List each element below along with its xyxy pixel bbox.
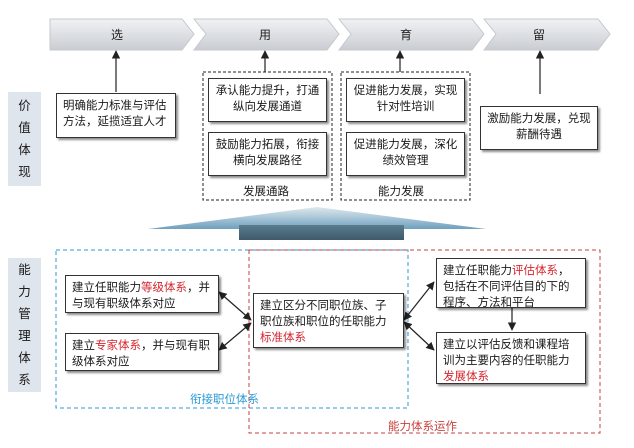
node-grow-2: 促进能力发展，深化绩效管理 <box>346 132 465 176</box>
edge-grade-center <box>218 291 252 321</box>
caption-grow: 能力发展 <box>378 184 424 198</box>
sidebar-value: 价 值 体 现 <box>8 92 41 186</box>
phase-label-use: 用 <box>259 28 272 42</box>
center-text-highlight: 标准体系 <box>260 330 306 344</box>
node-grow-1: 促进能力发展，实现针对性培训 <box>346 78 465 122</box>
node-use-1: 承认能力提升，打通纵向发展通道 <box>208 78 327 122</box>
sidebar-management-char: 理 <box>18 328 31 343</box>
expert-text-a: 建立 <box>72 338 95 352</box>
phase-chevron-retain <box>482 18 611 51</box>
eval-text-highlight: 评估体系 <box>512 263 558 277</box>
sidebar-management-char: 能 <box>18 262 31 277</box>
sidebar-value-char: 价 <box>18 98 31 113</box>
sidebar-management-char: 系 <box>18 372 31 387</box>
dev-text-a: 建立以评估反馈和课程培训为主要内容的任职能力 <box>443 337 570 367</box>
phase-label-select: 选 <box>111 28 124 42</box>
expert-text-highlight: 专家体系 <box>95 338 141 352</box>
sidebar-value-char: 现 <box>18 164 31 179</box>
grade-text-highlight: 等级体系 <box>141 280 187 294</box>
sidebar-value-char: 值 <box>18 120 31 135</box>
caption-use: 发展通路 <box>243 184 289 198</box>
expert-text-b: ，并与现有职级体系对应 <box>72 338 210 368</box>
big-up-arrow-base <box>239 225 404 240</box>
phase-label-retain: 留 <box>533 28 546 42</box>
node-use-2: 鼓励能力拓展，衔接横向发展路径 <box>208 132 327 176</box>
dev-text-highlight: 发展体系 <box>443 369 489 383</box>
caption-red: 能力体系运作 <box>388 419 457 433</box>
node-eval-system: 建立任职能力评估体系，包括在不同评估目的下的程序、方法和平台 <box>436 258 586 308</box>
grade-text-b: ，并与现有职级体系对应 <box>72 280 210 310</box>
node-retain: 激励能力发展，兑现薪酬待遇 <box>480 106 598 150</box>
sidebar-management: 能 力 管 理 体 系 <box>8 258 41 392</box>
eval-text-a: 建立任职能力 <box>443 263 512 277</box>
sidebar-management-char: 力 <box>18 284 31 299</box>
grade-text-a: 建立任职能力 <box>72 280 141 294</box>
node-select: 明确能力标准与评估方法，延揽适宜人才 <box>56 93 176 138</box>
sidebar-management-char: 体 <box>18 350 31 365</box>
node-grade-system: 建立任职能力等级体系，并与现有职级体系对应 <box>65 275 219 313</box>
node-expert-system: 建立专家体系，并与现有职级体系对应 <box>65 333 219 371</box>
edge-center-eval <box>403 281 435 321</box>
node-dev-system: 建立以评估反馈和课程培训为主要内容的任职能力发展体系 <box>436 332 586 384</box>
eval-text-b: ，包括在不同评估目的下的程序、方法和平台 <box>443 263 570 308</box>
phase-label-grow: 育 <box>400 28 413 42</box>
node-standard-system: 建立区分不同职位族、子职位族和职位的任职能力标准体系 <box>253 293 404 348</box>
caption-blue: 衔接职位体系 <box>190 392 259 406</box>
sidebar-value-char: 体 <box>18 142 31 157</box>
edge-center-dev <box>403 321 435 351</box>
center-text-a: 建立区分不同职位族、子职位族和职位的任职能力 <box>260 298 387 328</box>
edge-expert-center <box>218 322 252 351</box>
sidebar-management-char: 管 <box>18 306 31 321</box>
big-up-arrow <box>148 207 486 229</box>
